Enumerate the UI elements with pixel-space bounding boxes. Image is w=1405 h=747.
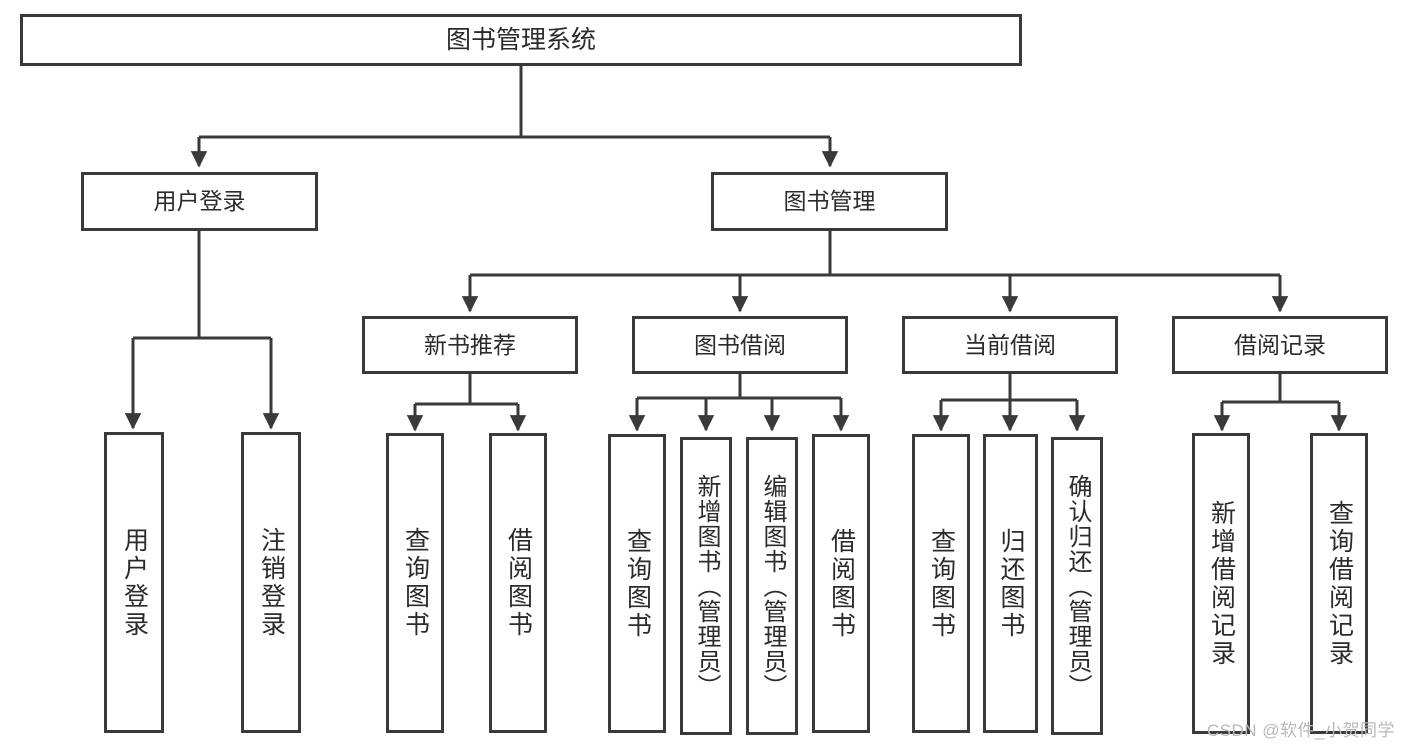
leaf-query-record[interactable]: 查询借阅记录 bbox=[1310, 433, 1368, 734]
node-label: 新增图书（管理员） bbox=[693, 473, 720, 699]
leaf-logout-login[interactable]: 注销登录 bbox=[241, 432, 301, 733]
leaf-return-book[interactable]: 归还图书 bbox=[983, 434, 1038, 733]
node-label: 编辑图书（管理员） bbox=[759, 473, 786, 699]
leaf-borrow-book-2[interactable]: 借阅图书 bbox=[812, 434, 870, 733]
node-label: 查询图书 bbox=[623, 527, 652, 640]
node-label: 新增借阅记录 bbox=[1207, 499, 1236, 668]
csdn-watermark: CSDN @软件_小贺同学 bbox=[1206, 721, 1395, 740]
leaf-confirm-return[interactable]: 确认归还（管理员） bbox=[1051, 437, 1103, 735]
node-book-manage[interactable]: 图书管理 bbox=[711, 172, 948, 231]
leaf-add-record[interactable]: 新增借阅记录 bbox=[1192, 433, 1250, 734]
leaf-add-book[interactable]: 新增图书（管理员） bbox=[680, 437, 732, 735]
node-root[interactable]: 图书管理系统 bbox=[20, 14, 1022, 66]
node-label: 确认归还（管理员） bbox=[1064, 473, 1091, 699]
node-label: 查询图书 bbox=[927, 527, 956, 640]
leaf-query-book-2[interactable]: 查询图书 bbox=[608, 434, 666, 733]
node-new-book-rec[interactable]: 新书推荐 bbox=[362, 316, 578, 374]
node-label: 图书借阅 bbox=[694, 331, 786, 358]
node-label: 查询图书 bbox=[401, 527, 430, 639]
leaf-user-login[interactable]: 用户登录 bbox=[104, 432, 164, 733]
leaf-edit-book[interactable]: 编辑图书（管理员） bbox=[746, 437, 798, 735]
node-label: 借阅图书 bbox=[504, 527, 533, 639]
node-borrow-record[interactable]: 借阅记录 bbox=[1172, 316, 1388, 374]
node-label: 查询借阅记录 bbox=[1325, 499, 1354, 668]
node-label: 借阅图书 bbox=[827, 527, 856, 640]
leaf-borrow-book-1[interactable]: 借阅图书 bbox=[489, 433, 547, 733]
node-label: 图书管理系统 bbox=[445, 25, 596, 54]
node-label: 归还图书 bbox=[997, 527, 1025, 640]
node-label: 当前借阅 bbox=[964, 331, 1056, 358]
leaf-query-book-3[interactable]: 查询图书 bbox=[912, 434, 970, 733]
node-label: 用户登录 bbox=[120, 526, 149, 639]
node-user-login[interactable]: 用户登录 bbox=[81, 172, 318, 231]
node-label: 借阅记录 bbox=[1234, 331, 1326, 358]
node-current-borrow[interactable]: 当前借阅 bbox=[902, 316, 1118, 374]
node-book-borrow[interactable]: 图书借阅 bbox=[632, 316, 848, 374]
leaf-query-book-1[interactable]: 查询图书 bbox=[386, 433, 444, 733]
node-label: 用户登录 bbox=[153, 188, 246, 215]
node-label: 新书推荐 bbox=[424, 331, 516, 358]
node-label: 注销登录 bbox=[257, 526, 286, 639]
node-label: 图书管理 bbox=[783, 188, 876, 215]
